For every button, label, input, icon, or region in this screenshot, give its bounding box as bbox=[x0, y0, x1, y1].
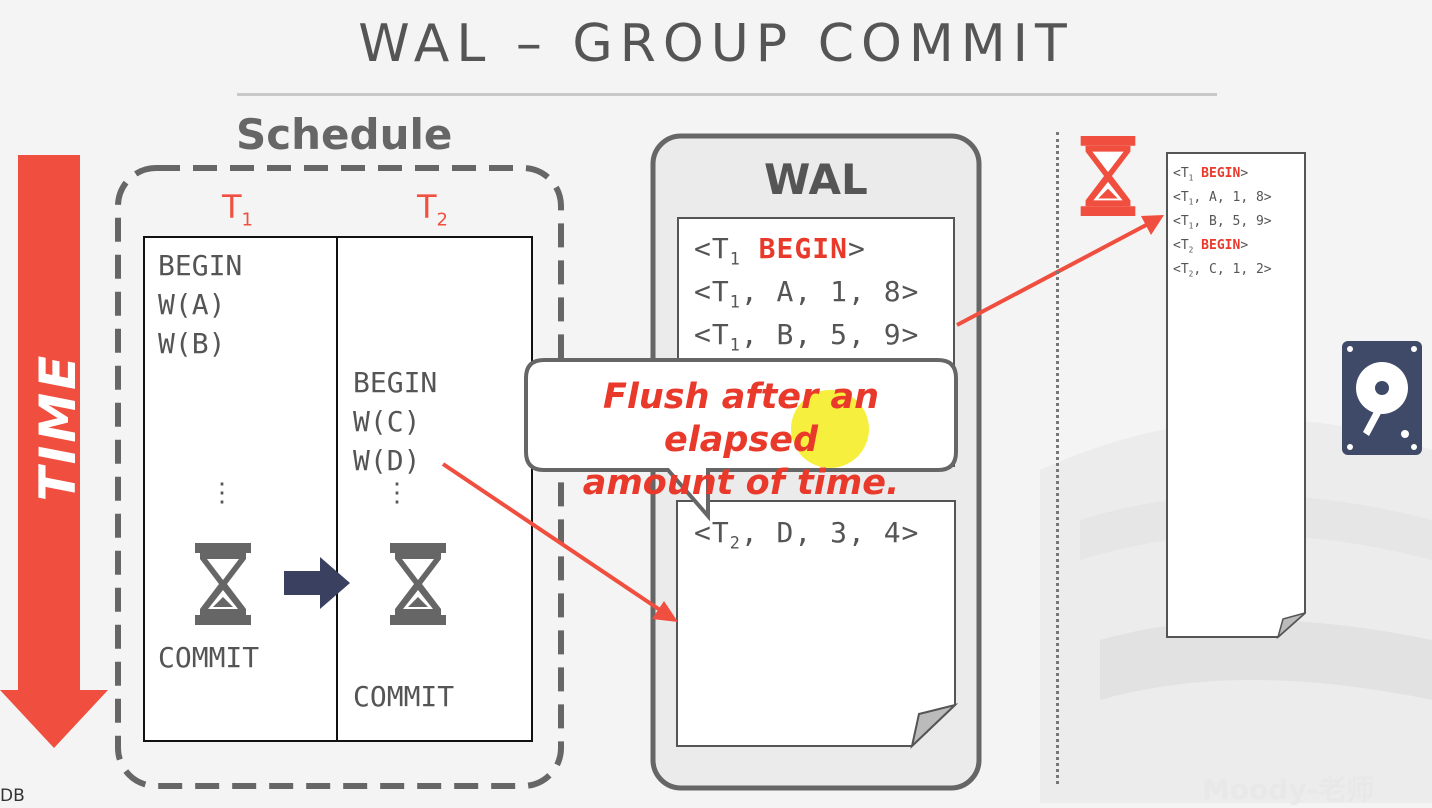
wal-entry: <T1 BEGIN> bbox=[694, 232, 866, 269]
t2-op: BEGIN bbox=[353, 366, 438, 399]
t1-name: T bbox=[222, 188, 242, 226]
t1-header: T1 bbox=[222, 188, 253, 230]
t1-op: W(B) bbox=[158, 327, 226, 360]
vertical-divider bbox=[1056, 132, 1059, 784]
t1-commit: COMMIT bbox=[158, 641, 260, 674]
t2-header: T2 bbox=[417, 188, 448, 230]
schedule-label: Schedule bbox=[236, 110, 453, 159]
t1-op: BEGIN bbox=[158, 249, 243, 282]
watermark: Moody-老师 bbox=[1202, 773, 1375, 806]
wal-entry: <T2, D, 3, 4> bbox=[694, 516, 920, 553]
schedule-table bbox=[143, 236, 533, 742]
t1-sub: 1 bbox=[241, 209, 253, 231]
hourglass-icon bbox=[195, 543, 251, 625]
wal-label: WAL bbox=[764, 155, 868, 204]
t1-operations: BEGIN W(A) W(B) bbox=[158, 246, 242, 363]
schedule-dashed-border bbox=[115, 165, 564, 789]
callout-line: Flush after an elapsed bbox=[602, 377, 880, 460]
t2-commit: COMMIT bbox=[353, 680, 455, 713]
wal-entry: <T1, B, 5, 9> bbox=[694, 318, 920, 355]
disk-log-entry: <T2, C, 1, 2> bbox=[1173, 262, 1272, 279]
speech-bubble bbox=[524, 358, 958, 522]
wait-arrow bbox=[284, 557, 350, 609]
wal-buffer-entries: <T1 BEGIN> <T1, A, 1, 8> <T1, B, 5, 9> bbox=[694, 232, 919, 361]
disk-log-entry: <T1 BEGIN> bbox=[1173, 166, 1249, 183]
t1-ellipsis: ⋮ bbox=[209, 478, 235, 508]
t2-operations: BEGIN W(C) W(D) bbox=[353, 363, 437, 480]
wal-entry: <T1, A, 1, 8> bbox=[694, 275, 920, 312]
wal-buffer-entries: <T2, D, 3, 4> bbox=[694, 516, 919, 553]
t2-ellipsis: ⋮ bbox=[384, 478, 410, 508]
t2-op: W(D) bbox=[353, 444, 421, 477]
hourglass-icon bbox=[1080, 136, 1136, 216]
schedule-column-divider bbox=[336, 236, 338, 742]
time-arrow bbox=[0, 155, 108, 748]
hourglass-icon bbox=[390, 543, 446, 625]
wal-buffer-page bbox=[676, 500, 958, 749]
callout-line: amount of time. bbox=[582, 463, 900, 503]
disk-log-entry: <T1, A, 1, 8> bbox=[1173, 190, 1272, 207]
t1-op: W(A) bbox=[158, 288, 226, 321]
callout-text: Flush after an elapsed amount of time. bbox=[526, 376, 956, 505]
disk-log-entry: <T2 BEGIN> bbox=[1173, 238, 1249, 255]
disk-log-entry: <T1, B, 5, 9> bbox=[1173, 214, 1272, 231]
corner-text: DB bbox=[0, 786, 25, 806]
t2-op: W(C) bbox=[353, 405, 421, 438]
disk-log-page bbox=[1166, 152, 1306, 640]
title-underline bbox=[237, 93, 1217, 96]
t2-sub: 2 bbox=[436, 209, 448, 231]
disk-log-entries: <T1 BEGIN> <T1, A, 1, 8> <T1, B, 5, 9> <… bbox=[1173, 164, 1272, 284]
t2-name: T bbox=[417, 188, 437, 226]
hard-disk-icon bbox=[1342, 341, 1422, 455]
slide-title: WAL – GROUP COMMIT bbox=[358, 14, 1074, 74]
